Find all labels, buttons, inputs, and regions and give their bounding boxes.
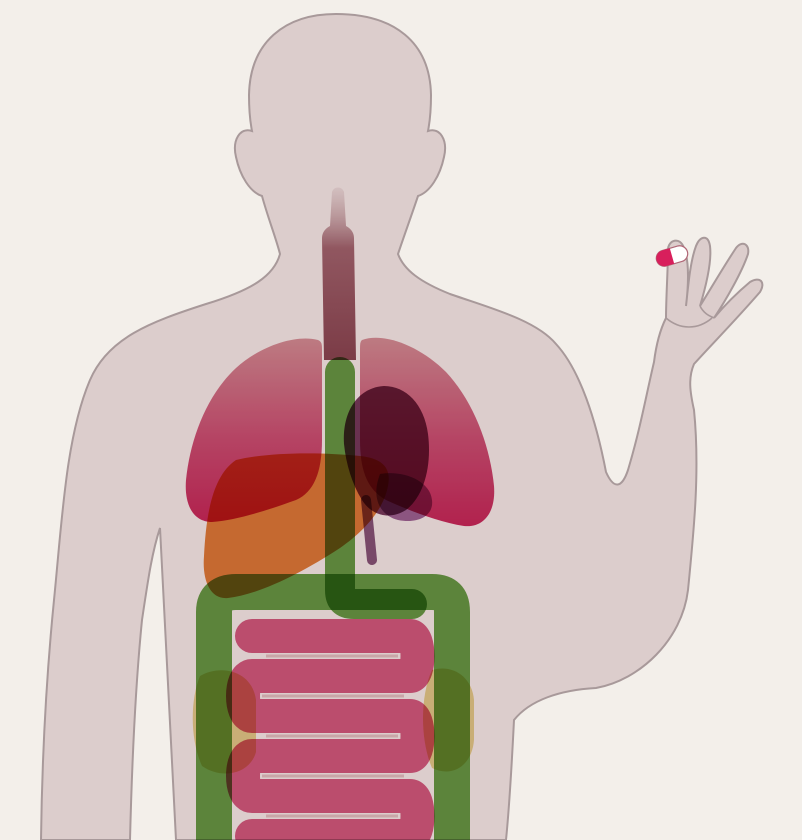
small-intestine bbox=[243, 636, 418, 836]
duodenum bbox=[366, 500, 372, 560]
ascending-colon-pocket bbox=[193, 670, 256, 773]
descending-colon-pocket bbox=[423, 668, 474, 771]
